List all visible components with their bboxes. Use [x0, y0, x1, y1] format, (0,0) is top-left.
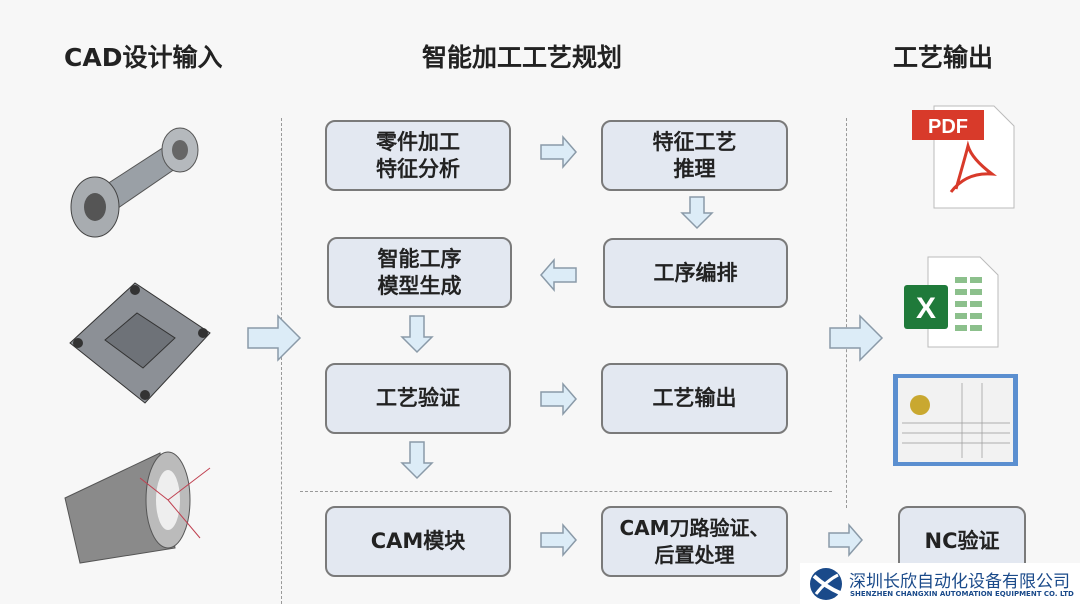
- box-verification: 工艺验证: [325, 363, 511, 434]
- arrow-right: [828, 522, 863, 558]
- plate-part-image: [69, 282, 211, 404]
- header-output: 工艺输出: [893, 43, 994, 72]
- logo-mark-icon: [810, 568, 842, 600]
- arrow-down: [400, 441, 434, 480]
- drawing-sheet-image: [893, 374, 1018, 466]
- box-sequencing: 工序编排: [603, 238, 788, 308]
- cone-part-image: [64, 451, 211, 564]
- arrow-big-right: [829, 314, 884, 362]
- arrow-right: [540, 522, 577, 558]
- logo-name-cn: 深圳长欣自动化设备有限公司: [849, 572, 1070, 592]
- excel-label: X: [916, 292, 936, 325]
- pipe-part-image: [70, 127, 199, 238]
- arrow-down: [680, 196, 714, 230]
- header-planning: 智能加工工艺规划: [422, 43, 623, 72]
- logo-name-en: SHENZHEN CHANGXIN AUTOMATION EQUIPMENT C…: [850, 590, 1074, 598]
- box-feature-analysis: 零件加工 特征分析: [325, 120, 511, 191]
- divider-right: [846, 118, 847, 508]
- divider-horizontal: [300, 491, 832, 492]
- excel-icon: X: [904, 256, 999, 348]
- box-cam-verify: CAM刀路验证、 后置处理: [601, 506, 788, 577]
- box-feature-reasoning: 特征工艺 推理: [601, 120, 788, 191]
- pdf-icon: PDF: [912, 105, 1015, 209]
- arrow-right: [540, 134, 577, 170]
- header-input: CAD设计输入: [64, 43, 223, 72]
- divider-left: [281, 118, 282, 604]
- arrow-big-right: [247, 314, 302, 362]
- box-model-generation: 智能工序 模型生成: [327, 237, 512, 308]
- company-logo: 深圳长欣自动化设备有限公司 SHENZHEN CHANGXIN AUTOMATI…: [800, 563, 1080, 604]
- arrow-right: [540, 381, 577, 417]
- pdf-label: PDF: [928, 116, 968, 138]
- arrow-left: [540, 257, 577, 293]
- box-cam: CAM模块: [325, 506, 511, 577]
- box-process-output: 工艺输出: [601, 363, 788, 434]
- arrow-down: [400, 315, 434, 354]
